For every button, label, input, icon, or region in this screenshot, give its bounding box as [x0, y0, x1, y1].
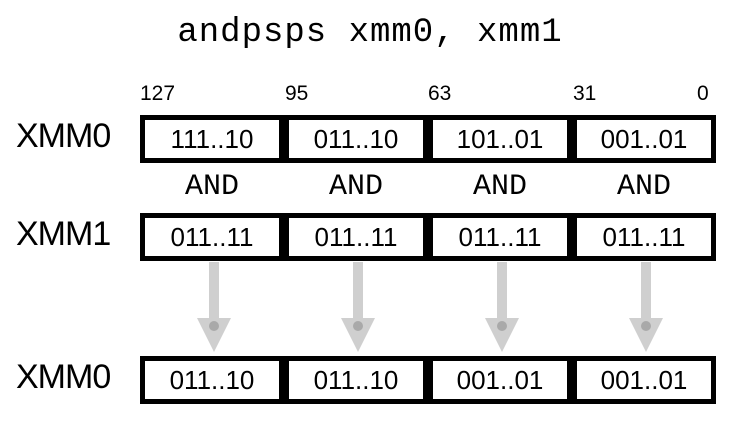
register-label-xmm0-result: XMM0	[16, 358, 111, 396]
xmm1-lane-2: 011..11	[284, 213, 428, 261]
bit-label-127: 127	[140, 82, 176, 105]
xmm0-lane-2: 011..10	[284, 115, 428, 163]
result-lane-0: 001..01	[572, 356, 716, 404]
xmm0-lane-1: 101..01	[428, 115, 572, 163]
xmm1-lane-1: 011..11	[428, 213, 572, 261]
result-lane-1: 001..01	[428, 356, 572, 404]
xmm1-lane-0: 011..11	[572, 213, 716, 261]
down-arrow-lane-0	[629, 262, 663, 352]
down-arrow-lane-1	[485, 262, 519, 352]
register-label-xmm1: XMM1	[16, 215, 111, 253]
and-operator-lane-1: AND	[472, 170, 527, 204]
bit-label-0: 0	[697, 82, 709, 105]
and-operator-lane-2: AND	[328, 170, 383, 204]
xmm0-lane-0: 001..01	[572, 115, 716, 163]
down-arrow-lane-2	[341, 262, 375, 352]
bit-label-63: 63	[428, 82, 452, 105]
and-operator-lane-3: AND	[184, 170, 239, 204]
register-label-xmm0-source: XMM0	[16, 117, 111, 155]
down-arrow-lane-3	[197, 262, 231, 352]
result-lane-3: 011..10	[140, 356, 284, 404]
and-operator-lane-0: AND	[616, 170, 671, 204]
bit-label-95: 95	[285, 82, 309, 105]
instruction-title: andpsps xmm0, xmm1	[177, 14, 563, 52]
xmm1-lane-3: 011..11	[140, 213, 284, 261]
xmm0-lane-3: 111..10	[140, 115, 284, 163]
result-lane-2: 011..10	[284, 356, 428, 404]
bit-label-31: 31	[573, 82, 597, 105]
